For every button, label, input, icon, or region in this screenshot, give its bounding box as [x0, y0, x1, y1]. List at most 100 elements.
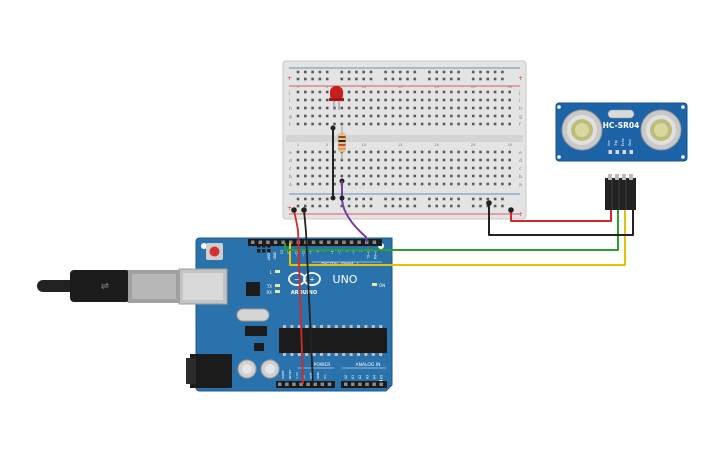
breadboard-hole[interactable]: [428, 174, 431, 178]
breadboard-hole[interactable]: [333, 182, 336, 186]
breadboard-hole[interactable]: [296, 122, 300, 126]
reset-button[interactable]: [206, 243, 223, 260]
breadboard-hole[interactable]: [369, 197, 373, 201]
breadboard-hole[interactable]: [420, 106, 424, 110]
breadboard-hole[interactable]: [508, 98, 511, 102]
breadboard-hole[interactable]: [428, 158, 431, 162]
power-pin-socket[interactable]: [278, 382, 282, 387]
breadboard-hole[interactable]: [413, 158, 417, 162]
breadboard-hole[interactable]: [340, 122, 344, 126]
breadboard-hole[interactable]: [406, 90, 409, 94]
breadboard-hole[interactable]: [493, 197, 497, 201]
breadboard-hole[interactable]: [457, 70, 460, 74]
breadboard-hole[interactable]: [369, 174, 373, 178]
breadboard-hole[interactable]: [442, 77, 446, 81]
breadboard-hole[interactable]: [362, 204, 365, 208]
breadboard-hole[interactable]: [493, 77, 497, 81]
breadboard-hole[interactable]: [347, 90, 351, 94]
breadboard-hole[interactable]: [479, 77, 482, 81]
breadboard-hole[interactable]: [333, 114, 336, 118]
breadboard-hole[interactable]: [362, 114, 365, 118]
breadboard-hole[interactable]: [457, 77, 460, 81]
breadboard-hole[interactable]: [318, 150, 322, 154]
breadboard-hole[interactable]: [377, 182, 380, 186]
breadboard-hole[interactable]: [420, 90, 424, 94]
breadboard-hole[interactable]: [457, 204, 460, 208]
breadboard-hole[interactable]: [369, 166, 373, 170]
breadboard-hole[interactable]: [311, 182, 314, 186]
breadboard-hole[interactable]: [428, 197, 431, 201]
breadboard-hole[interactable]: [347, 204, 351, 208]
breadboard-hole[interactable]: [304, 182, 307, 186]
breadboard-hole[interactable]: [296, 204, 300, 208]
digital-pin-socket[interactable]: [365, 240, 369, 245]
breadboard-hole[interactable]: [362, 158, 365, 162]
breadboard-hole[interactable]: [333, 166, 336, 170]
power-pin-socket[interactable]: [292, 382, 296, 387]
breadboard-hole[interactable]: [347, 158, 351, 162]
breadboard-hole[interactable]: [435, 182, 438, 186]
breadboard-hole[interactable]: [479, 70, 482, 74]
breadboard-hole[interactable]: [428, 204, 431, 208]
breadboard-hole[interactable]: [450, 166, 453, 170]
breadboard-hole[interactable]: [347, 150, 351, 154]
breadboard-hole[interactable]: [318, 174, 322, 178]
wire-sensor-gnd-black[interactable]: [488, 203, 634, 236]
breadboard-hole[interactable]: [457, 98, 460, 102]
breadboard-hole[interactable]: [486, 150, 490, 154]
breadboard-hole[interactable]: [325, 174, 329, 178]
breadboard-hole[interactable]: [318, 166, 322, 170]
breadboard-hole[interactable]: [318, 98, 322, 102]
breadboard-hole[interactable]: [428, 90, 431, 94]
digital-pin-socket[interactable]: [319, 240, 323, 245]
breadboard-hole[interactable]: [398, 70, 402, 74]
breadboard-hole[interactable]: [479, 98, 482, 102]
breadboard-hole[interactable]: [493, 106, 497, 110]
breadboard-hole[interactable]: [391, 174, 395, 178]
breadboard-hole[interactable]: [464, 158, 468, 162]
breadboard-hole[interactable]: [391, 182, 395, 186]
breadboard-hole[interactable]: [457, 122, 460, 126]
breadboard-hole[interactable]: [413, 122, 417, 126]
breadboard-hole[interactable]: [406, 106, 409, 110]
breadboard-hole[interactable]: [406, 182, 409, 186]
breadboard-hole[interactable]: [325, 106, 329, 110]
breadboard-hole[interactable]: [442, 90, 446, 94]
breadboard-hole[interactable]: [318, 70, 322, 74]
power-pin-socket[interactable]: [327, 382, 332, 387]
breadboard-hole[interactable]: [486, 204, 490, 208]
breadboard-hole[interactable]: [391, 197, 395, 201]
breadboard-hole[interactable]: [311, 197, 314, 201]
breadboard-hole[interactable]: [406, 114, 409, 118]
breadboard-hole[interactable]: [457, 197, 460, 201]
breadboard-hole[interactable]: [450, 90, 453, 94]
breadboard-hole[interactable]: [464, 98, 468, 102]
breadboard-hole[interactable]: [355, 70, 358, 74]
digital-pin-socket[interactable]: [357, 240, 361, 245]
breadboard-hole[interactable]: [340, 106, 344, 110]
breadboard-hole[interactable]: [384, 122, 387, 126]
breadboard-hole[interactable]: [311, 90, 314, 94]
breadboard-hole[interactable]: [318, 182, 322, 186]
breadboard-hole[interactable]: [384, 182, 387, 186]
breadboard-hole[interactable]: [377, 122, 380, 126]
breadboard-hole[interactable]: [420, 166, 424, 170]
breadboard-hole[interactable]: [311, 204, 314, 208]
breadboard-hole[interactable]: [340, 166, 344, 170]
breadboard-hole[interactable]: [347, 77, 351, 81]
breadboard-hole[interactable]: [442, 122, 446, 126]
digital-pin-socket[interactable]: [372, 240, 377, 245]
breadboard-hole[interactable]: [391, 166, 395, 170]
breadboard-hole[interactable]: [471, 98, 475, 102]
breadboard-hole[interactable]: [435, 77, 438, 81]
breadboard-hole[interactable]: [442, 166, 446, 170]
power-pin-socket[interactable]: [299, 382, 303, 387]
breadboard-hole[interactable]: [479, 114, 482, 118]
breadboard-hole[interactable]: [333, 174, 336, 178]
breadboard-hole[interactable]: [384, 70, 387, 74]
breadboard-hole[interactable]: [296, 114, 300, 118]
breadboard-hole[interactable]: [340, 204, 344, 208]
breadboard-hole[interactable]: [384, 166, 387, 170]
breadboard-hole[interactable]: [428, 77, 431, 81]
breadboard-hole[interactable]: [471, 114, 475, 118]
